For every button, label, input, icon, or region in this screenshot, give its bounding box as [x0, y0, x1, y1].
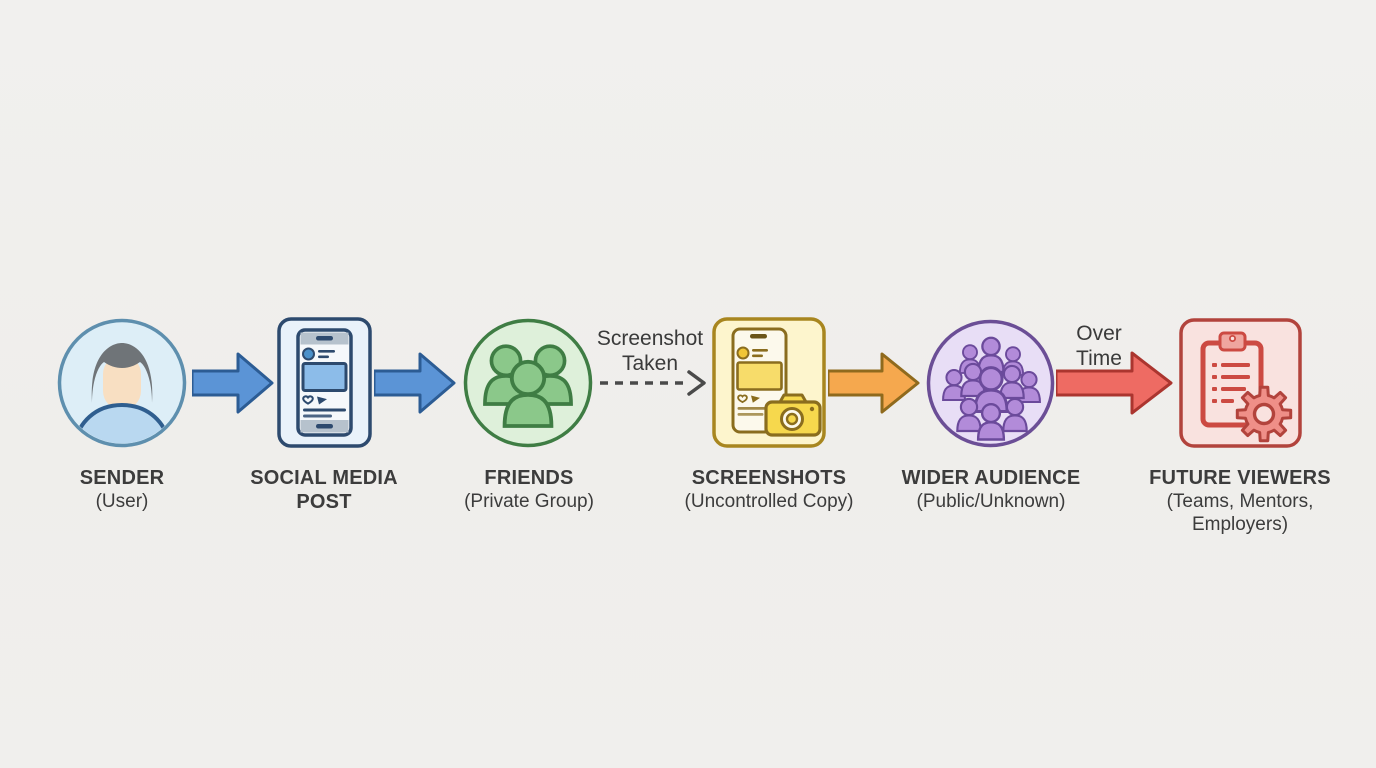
label-screenshots-subtitle: (Uncontrolled Copy) — [684, 491, 854, 512]
label-wider-audience: WIDER AUDIENCE (Public/Unknown) — [881, 466, 1101, 513]
label-future-viewers: FUTURE VIEWERS (Teams, Mentors, Employer… — [1135, 466, 1345, 536]
label-screenshots-title: SCREENSHOTS — [691, 467, 847, 489]
node-future-viewers — [1179, 318, 1302, 448]
node-friends — [462, 317, 594, 449]
label-sender-subtitle: (User) — [95, 491, 149, 512]
label-sender: SENDER (User) — [22, 466, 222, 513]
arrow-over-time — [1056, 351, 1173, 415]
crowd-icon — [926, 319, 1055, 448]
arrow-sender-to-post — [192, 352, 274, 414]
label-social-media-post-title: SOCIAL MEDIA POST — [250, 467, 398, 513]
label-wider-audience-title: WIDER AUDIENCE — [901, 467, 1081, 489]
label-wider-audience-subtitle: (Public/Unknown) — [916, 491, 1066, 512]
node-social-media-post — [277, 317, 372, 448]
label-sender-title: SENDER — [79, 467, 165, 489]
node-screenshots — [712, 317, 826, 448]
label-friends-title: FRIENDS — [484, 467, 574, 489]
arrow-screenshot-taken — [600, 370, 706, 396]
group-icon — [463, 318, 593, 448]
user-avatar-icon — [57, 318, 187, 448]
over-time-label: Over Time — [1076, 322, 1122, 370]
label-friends-subtitle: (Private Group) — [464, 491, 594, 512]
label-future-viewers-subtitle: (Teams, Mentors, Employers) — [1166, 491, 1314, 535]
label-social-media-post: SOCIAL MEDIA POST — [224, 466, 424, 514]
label-future-viewers-title: FUTURE VIEWERS — [1149, 467, 1331, 489]
screenshot-taken-label: Screenshot Taken — [596, 327, 704, 375]
label-screenshots: SCREENSHOTS (Uncontrolled Copy) — [659, 466, 879, 513]
node-sender — [56, 317, 188, 449]
gear-icon — [1235, 385, 1293, 443]
label-friends: FRIENDS (Private Group) — [419, 466, 639, 513]
node-wider-audience — [925, 318, 1056, 449]
arrow-post-to-friends — [374, 352, 456, 414]
phone-camera-icon — [712, 317, 826, 448]
phone-post-icon — [277, 317, 372, 448]
clipboard-gear-icon — [1179, 318, 1302, 448]
camera-icon — [764, 393, 822, 437]
arrow-screenshots-to-audience — [828, 352, 920, 414]
